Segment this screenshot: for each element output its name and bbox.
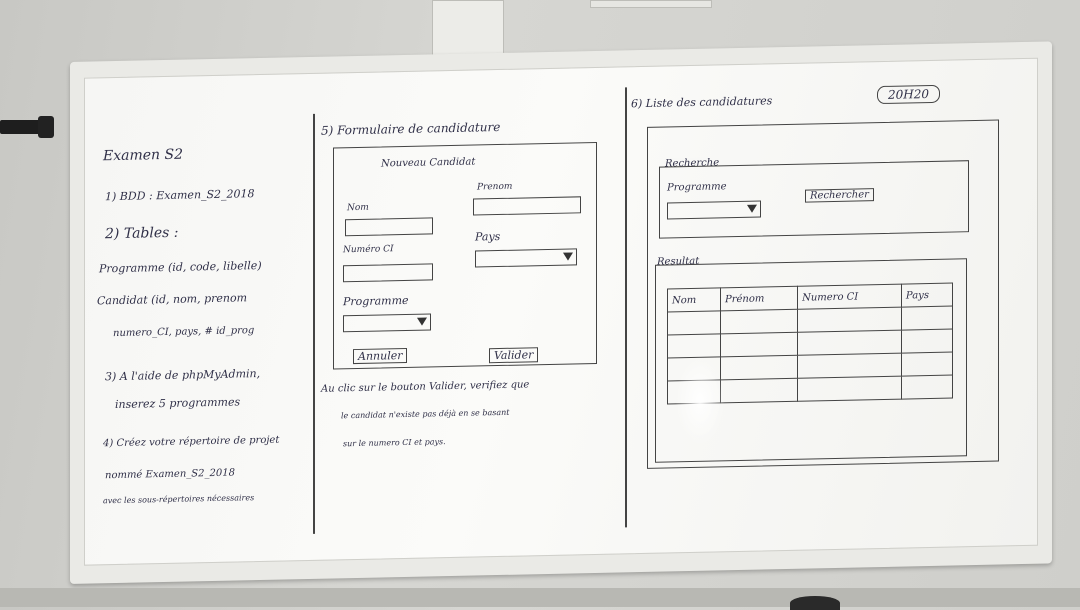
col-header-numero-ci: Numero CI — [797, 284, 902, 310]
step4c: avec les sous-répertoires nécessaires — [103, 493, 255, 506]
bdd-line: 1) BDD : Examen_S2_2018 — [105, 187, 255, 204]
tables-heading: 2) Tables : — [105, 224, 179, 243]
exam-title: Examen S2 — [103, 146, 183, 165]
pays-select[interactable] — [475, 248, 577, 268]
section5-heading: 5) Formulaire de candidature — [321, 119, 501, 138]
numero-ci-input[interactable] — [343, 263, 433, 283]
validation-note-2: le candidat n'existe pas déjà en se basa… — [341, 407, 510, 421]
table-programme: Programme (id, code, libelle) — [99, 258, 262, 276]
label-pays: Pays — [475, 229, 501, 244]
annuler-button[interactable]: Annuler — [353, 347, 408, 365]
wall-hook-knob — [38, 116, 54, 138]
label-prenom: Prenom — [477, 181, 513, 193]
chevron-down-icon — [563, 252, 573, 261]
step3a: 3) A l'aide de phpMyAdmin, — [105, 367, 261, 384]
table-candidat: Candidat (id, nom, prenom — [97, 291, 248, 308]
label-numero-ci: Numéro CI — [343, 244, 394, 256]
divider-left — [313, 113, 315, 534]
section6-heading: 6) Liste des candidatures — [631, 94, 773, 111]
validation-note-1: Au clic sur le bouton Valider, verifiez … — [321, 379, 530, 395]
step4b: nommé Examen_S2_2018 — [105, 467, 235, 482]
col-header-nom: Nom — [667, 287, 721, 312]
chevron-down-icon — [417, 317, 427, 326]
prenom-input[interactable] — [473, 196, 581, 216]
form-title: Nouveau Candidat — [381, 156, 476, 170]
chevron-down-icon — [747, 204, 757, 213]
table-candidat-cont: numero_CI, pays, # id_prog — [113, 325, 255, 340]
divider-right — [625, 87, 627, 528]
programme-filter-select[interactable] — [667, 200, 761, 220]
step4a: 4) Créez votre répertoire de projet — [103, 434, 280, 450]
programme-filter-label: Programme — [667, 181, 727, 194]
whiteboard-surface: Examen S2 1) BDD : Examen_S2_2018 2) Tab… — [84, 57, 1038, 566]
rechercher-button[interactable]: Rechercher — [805, 188, 874, 203]
whiteboard: Examen S2 1) BDD : Examen_S2_2018 2) Tab… — [70, 41, 1052, 584]
nom-input[interactable] — [345, 217, 433, 237]
light-glare — [675, 355, 725, 447]
col-header-pays: Pays — [901, 283, 953, 308]
validation-note-3: sur le numero CI et pays. — [343, 437, 446, 449]
col-header-prenom: Prénom — [720, 286, 798, 311]
time-badge: 20H20 — [877, 84, 941, 105]
dark-object — [790, 596, 840, 610]
programme-select[interactable] — [343, 313, 431, 333]
valider-button[interactable]: Valider — [489, 347, 539, 364]
label-programme: Programme — [343, 293, 409, 309]
step3b: inserez 5 programmes — [115, 395, 241, 412]
wall-frame-edge — [590, 0, 712, 8]
board-tray — [0, 588, 1080, 607]
label-nom: Nom — [347, 202, 369, 214]
